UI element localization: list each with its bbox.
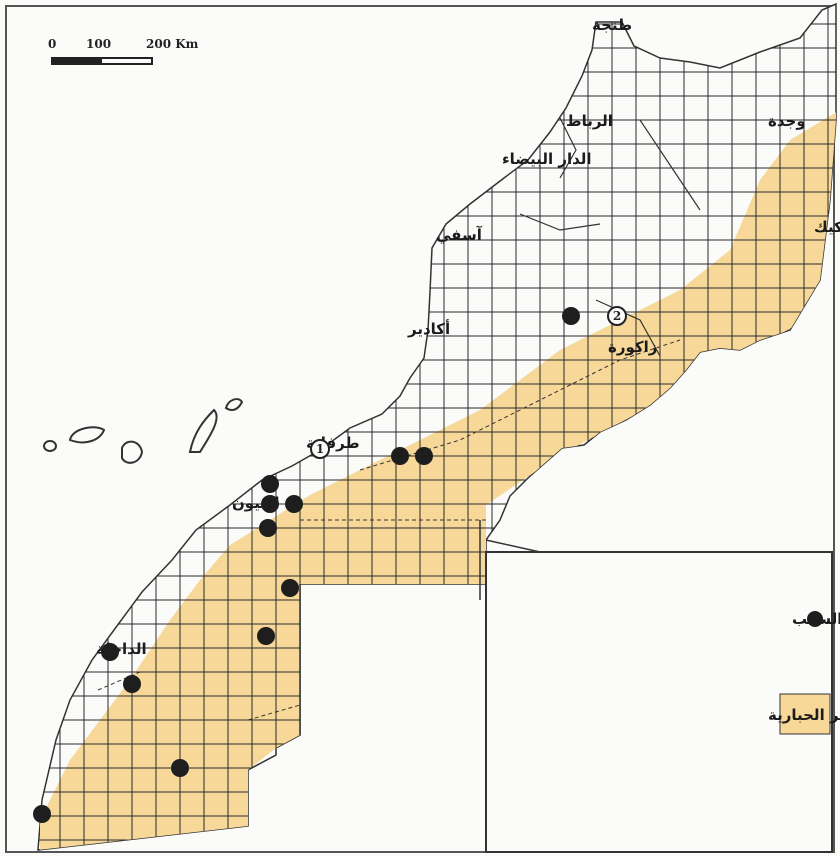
scale-bar: 0 100 200 Km xyxy=(48,37,199,65)
fox-dot xyxy=(261,495,279,513)
scale-tick-200: 200 Km xyxy=(146,37,199,51)
city-labels: طنجة الرباط وجدة الدار البيضاء آسفي فكيك… xyxy=(96,16,840,658)
legend: مناطق تواجد الثعلب السغب مساحة توزيع طائ… xyxy=(485,551,840,853)
fox-dot xyxy=(415,447,433,465)
fox-dot xyxy=(285,495,303,513)
site-marker-2: 2 xyxy=(607,306,627,326)
label-figuig: فكيك xyxy=(814,218,840,236)
fox-dot xyxy=(259,519,277,537)
fox-dot xyxy=(391,447,409,465)
legend-fox-dot xyxy=(807,611,823,627)
label-casablanca: الدار البيضاء xyxy=(502,150,592,168)
site-marker-1: 1 xyxy=(310,439,330,459)
legend-fox-label: مناطق تواجد الثعلب السغب xyxy=(792,610,840,628)
label-oujda: وجدة xyxy=(768,112,806,130)
fox-dot xyxy=(171,759,189,777)
fox-dot xyxy=(261,475,279,493)
river-lines xyxy=(519,117,701,357)
map-frame xyxy=(5,5,835,853)
label-agadir: أكادير xyxy=(407,319,450,338)
fox-dot xyxy=(101,643,119,661)
scale-tick-100: 100 xyxy=(86,37,111,51)
site-marker-2-number: 2 xyxy=(613,309,621,323)
label-safi: آسفي xyxy=(436,226,483,244)
label-rabat: الرباط xyxy=(566,112,613,130)
legend-range-swatch xyxy=(779,693,831,735)
fox-dot xyxy=(562,307,580,325)
bustard-range-area xyxy=(40,110,836,850)
scale-tick-0: 0 xyxy=(48,37,56,51)
fox-dot xyxy=(123,675,141,693)
site-marker-1-number: 1 xyxy=(316,442,324,456)
label-tanger: طنجة xyxy=(592,16,632,34)
border-line xyxy=(299,520,541,735)
label-zagora: زاكورة xyxy=(608,338,657,356)
fox-presence-dots xyxy=(33,307,580,823)
legend-range-label: مساحة توزيع طائر الحبارية xyxy=(768,706,840,724)
internal-border-line xyxy=(97,339,681,721)
fox-dot xyxy=(257,627,275,645)
fox-dot xyxy=(33,805,51,823)
fox-dot xyxy=(281,579,299,597)
canary-islands xyxy=(43,398,244,464)
